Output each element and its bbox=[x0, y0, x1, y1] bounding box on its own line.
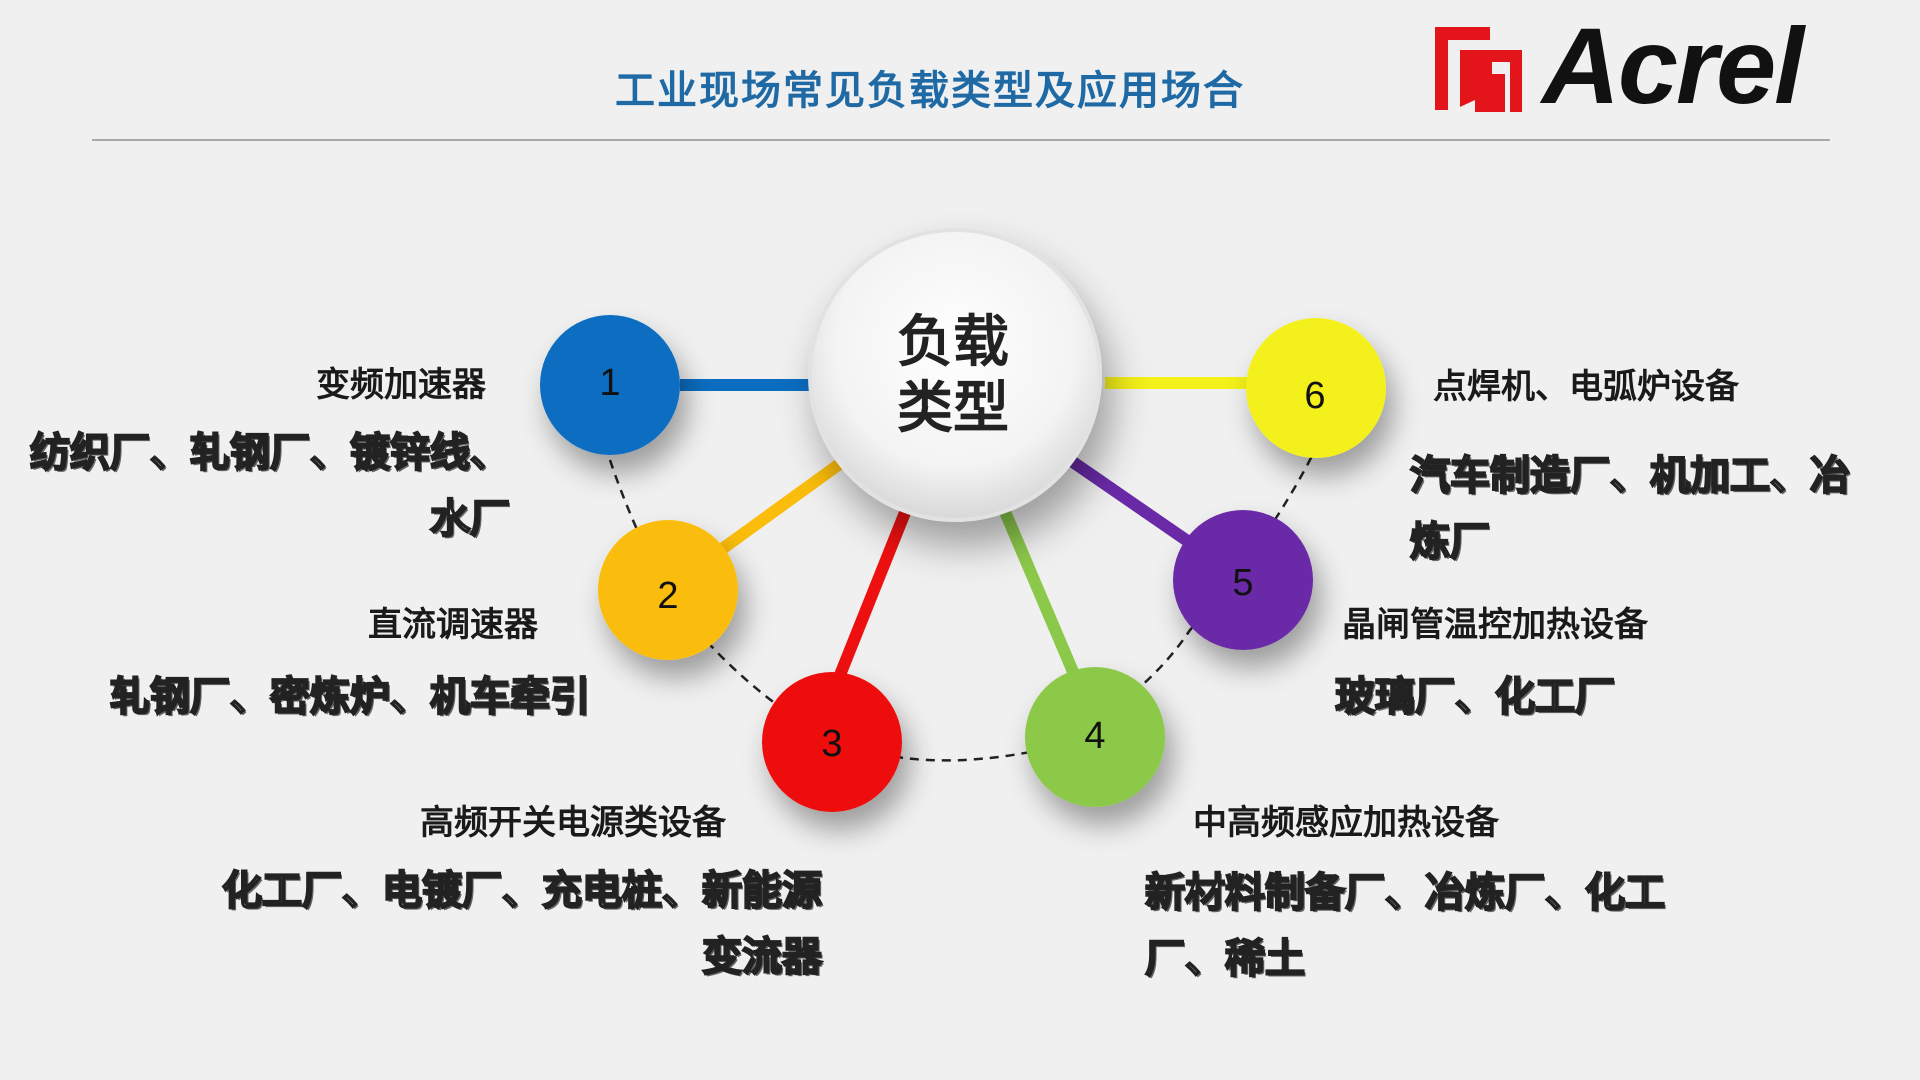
node-label-5: 晶闸管温控加热设备 bbox=[1342, 605, 1648, 645]
node-desc-1-line2: 水厂 bbox=[429, 495, 511, 543]
acrel-logo: Acrel bbox=[1430, 12, 1870, 122]
header-divider bbox=[92, 139, 1830, 141]
node-number-1: 1 bbox=[599, 362, 621, 404]
spoke-3 bbox=[824, 497, 916, 703]
node-desc-6: 汽车制造厂、机加工、冶 炼厂 bbox=[1409, 443, 1851, 575]
node-circle-6 bbox=[1246, 318, 1386, 458]
node-desc-1-line1: 纺织厂、轧钢厂、镀锌线、 bbox=[29, 429, 511, 477]
node-desc-3-line2: 变流器 bbox=[701, 933, 823, 981]
node-desc-4-line1: 新材料制备厂、冶炼厂、化工 bbox=[1144, 869, 1666, 917]
node-label-2: 直流调速器 bbox=[368, 605, 538, 645]
node-number-3: 3 bbox=[821, 723, 843, 765]
node-circle-1 bbox=[540, 315, 680, 455]
node-label-6: 点焊机、电弧炉设备 bbox=[1433, 367, 1739, 407]
page-title: 工业现场常见负载类型及应用场合 bbox=[615, 67, 1245, 114]
center-title-line2: 类型 bbox=[897, 376, 1009, 441]
spoke-4 bbox=[994, 497, 1091, 703]
node-label-3: 高频开关电源类设备 bbox=[420, 803, 726, 843]
node-desc-4-line2: 厂、稀土 bbox=[1144, 935, 1306, 983]
node-desc-5-line1: 玻璃厂、化工厂 bbox=[1334, 673, 1616, 721]
node-desc-3: 化工厂、电镀厂、充电桩、新能源 变流器 bbox=[221, 858, 823, 990]
node-desc-4: 新材料制备厂、冶炼厂、化工 厂、稀土 bbox=[1144, 860, 1666, 992]
node-desc-1: 纺织厂、轧钢厂、镀锌线、 水厂 bbox=[29, 420, 511, 552]
node-number-5: 5 bbox=[1232, 562, 1254, 604]
node-circle-2 bbox=[598, 520, 738, 660]
node-desc-5: 玻璃厂、化工厂 bbox=[1334, 664, 1616, 730]
node-number-6: 6 bbox=[1304, 375, 1326, 417]
node-circle-3 bbox=[762, 672, 902, 812]
node-desc-6-line2: 炼厂 bbox=[1409, 518, 1491, 566]
node-label-4: 中高频感应加热设备 bbox=[1193, 803, 1499, 843]
node-desc-2-line1: 轧钢厂、密炼炉、机车牵引 bbox=[109, 673, 591, 721]
node-desc-2: 轧钢厂、密炼炉、机车牵引 bbox=[109, 664, 591, 730]
logo-mark-icon bbox=[1435, 27, 1522, 112]
node-desc-3-line1: 化工厂、电镀厂、充电桩、新能源 bbox=[221, 867, 823, 915]
node-circle-5 bbox=[1173, 510, 1313, 650]
center-title-line1: 负载 bbox=[897, 310, 1009, 375]
node-circle-4 bbox=[1025, 667, 1165, 807]
node-desc-6-line1: 汽车制造厂、机加工、冶 bbox=[1409, 452, 1851, 500]
center-hub bbox=[808, 228, 1102, 522]
spoke-2 bbox=[696, 455, 849, 570]
node-label-1: 变频加速器 bbox=[316, 365, 486, 405]
center-title: 负载 类型 bbox=[853, 310, 1053, 442]
logo-wordmark: Acrel bbox=[1542, 5, 1804, 126]
node-number-2: 2 bbox=[657, 575, 679, 617]
node-number-4: 4 bbox=[1084, 715, 1106, 757]
